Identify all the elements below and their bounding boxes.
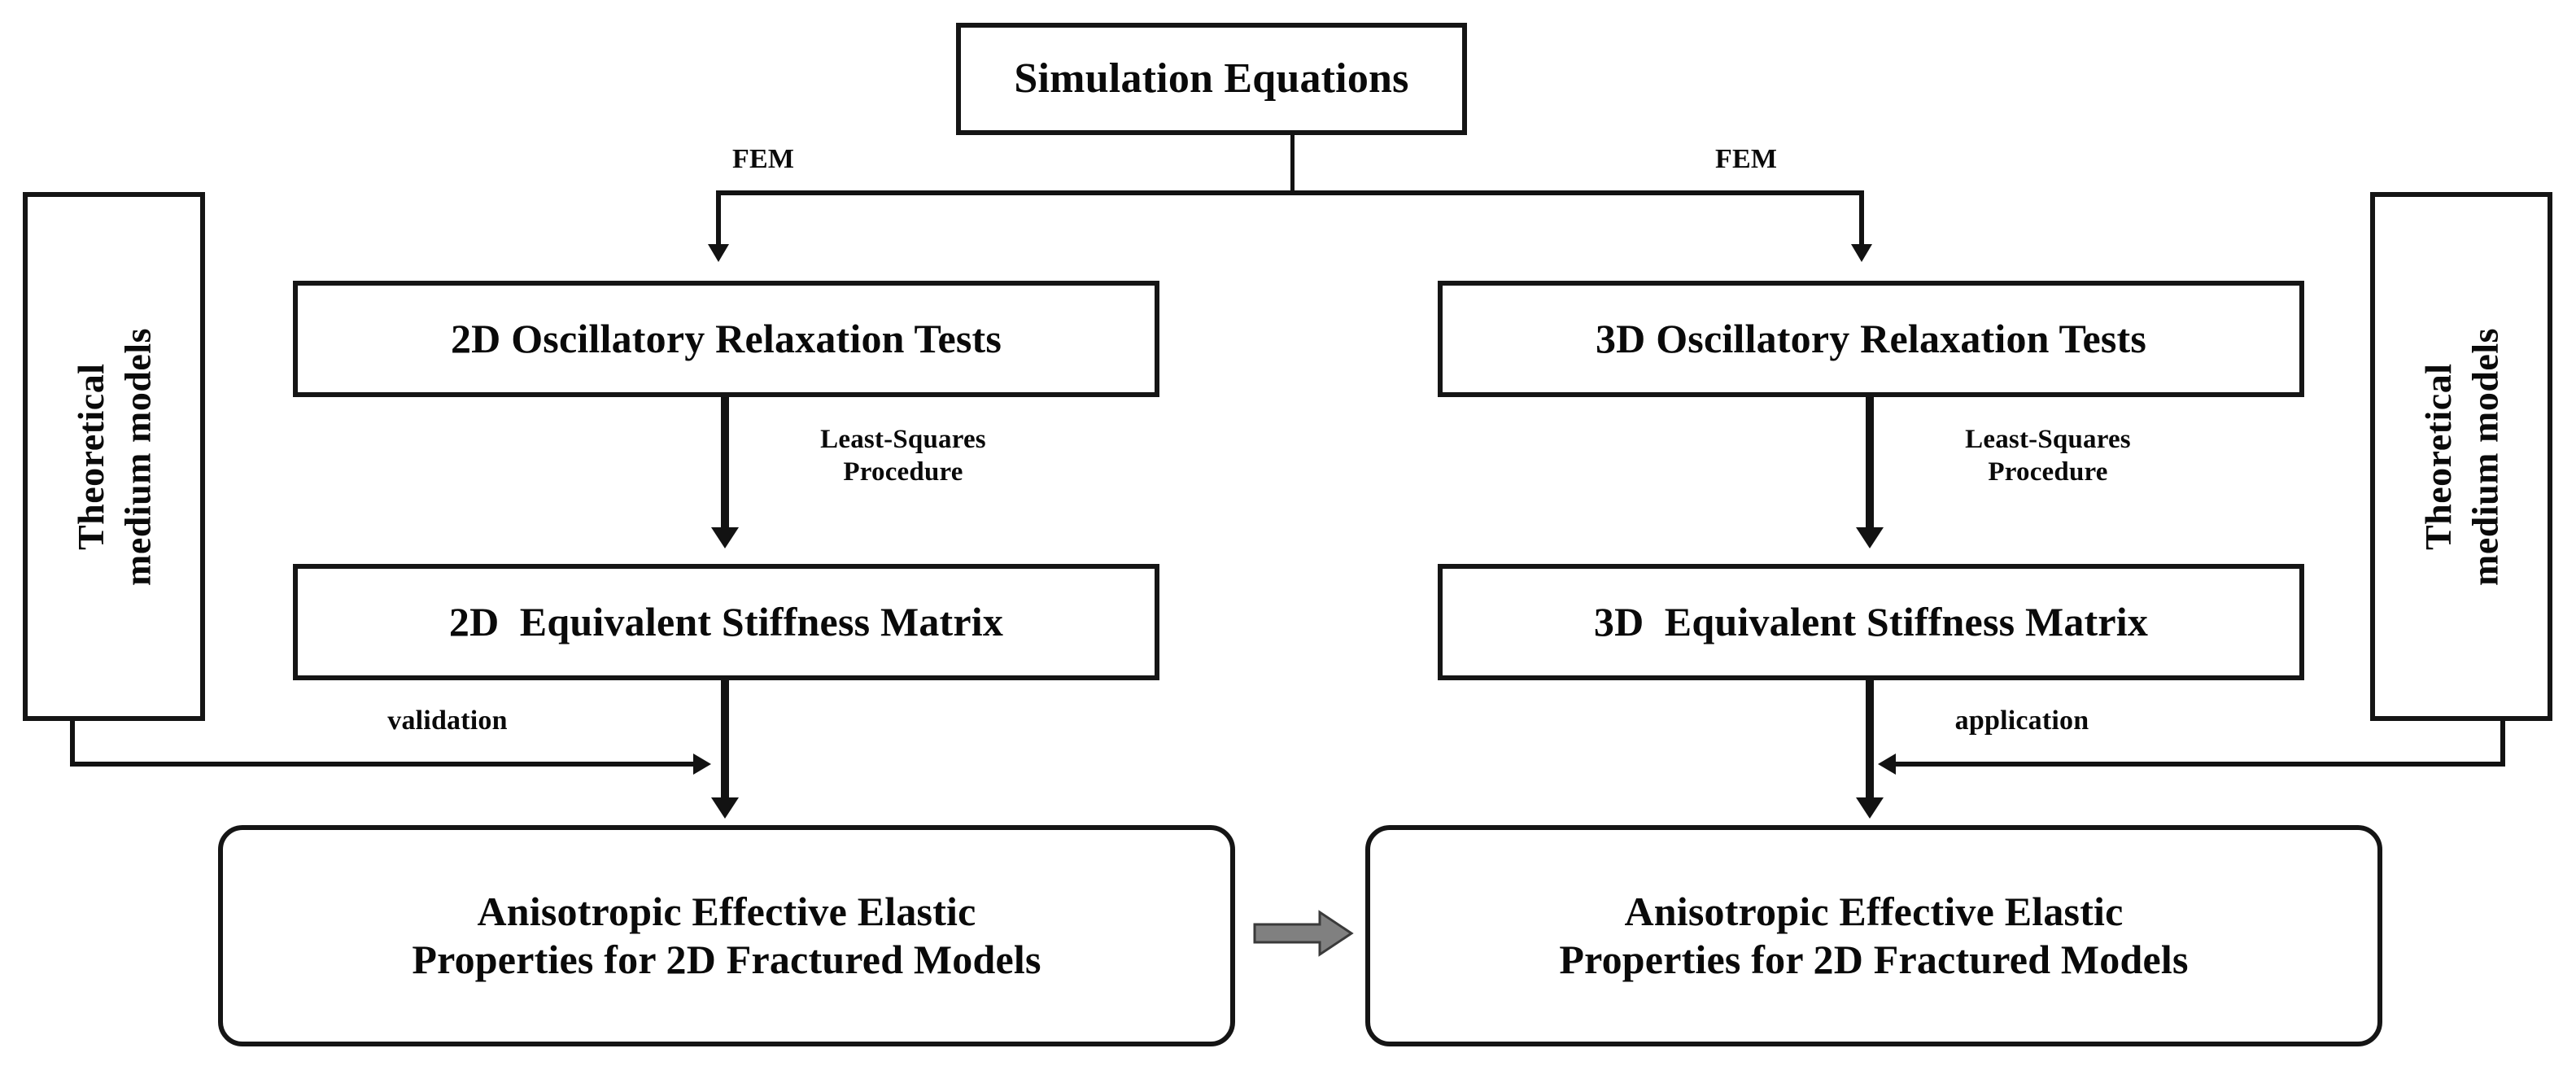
node-2d-equivalent-stiffness-matrix[interactable]: 2D Equivalent Stiffness Matrix xyxy=(293,564,1159,680)
trunk-horizontal-split xyxy=(716,190,1863,195)
trunk-vertical-from-simulation xyxy=(1290,135,1295,194)
edge-3d-tests-to-stiffness xyxy=(1866,397,1874,534)
edge-3d-tests-to-stiffness-arrowhead xyxy=(1856,527,1884,548)
edge-3d-stiffness-to-result xyxy=(1866,680,1874,804)
node-result-left-anisotropic-properties[interactable]: Anisotropic Effective Elastic Properties… xyxy=(218,825,1235,1046)
node-result-left-label: Anisotropic Effective Elastic Properties… xyxy=(412,889,1041,982)
node-right-theoretical-label: Theoretical medium models xyxy=(2417,327,2506,586)
node-3d-oscillatory-relaxation-tests[interactable]: 3D Oscillatory Relaxation Tests xyxy=(1438,281,2304,397)
node-3d-equivalent-stiffness-matrix[interactable]: 3D Equivalent Stiffness Matrix xyxy=(1438,564,2304,680)
node-left-theoretical-label: Theoretical medium models xyxy=(69,327,159,586)
node-3d-tests-label: 3D Oscillatory Relaxation Tests xyxy=(1595,316,2147,361)
edge-label-least-squares-right: Least-Squares Procedure xyxy=(1965,425,2131,487)
node-simulation-equations[interactable]: Simulation Equations xyxy=(956,23,1467,135)
node-result-right-label: Anisotropic Effective Elastic Properties… xyxy=(1559,889,2189,982)
edge-application-vertical xyxy=(2500,721,2505,767)
branch-right-vertical xyxy=(1859,190,1864,251)
edge-label-fem-right: FEM xyxy=(1715,144,1778,174)
node-result-right-anisotropic-properties[interactable]: Anisotropic Effective Elastic Properties… xyxy=(1365,825,2382,1046)
edge-2d-stiffness-to-result xyxy=(721,680,729,804)
edge-application-horizontal xyxy=(1896,762,2505,767)
node-simulation-equations-label: Simulation Equations xyxy=(1014,55,1409,103)
branch-left-arrowhead xyxy=(708,244,729,262)
edge-2d-tests-to-stiffness-arrowhead xyxy=(711,527,739,548)
node-2d-oscillatory-relaxation-tests[interactable]: 2D Oscillatory Relaxation Tests xyxy=(293,281,1159,397)
node-3d-stiffness-label: 3D Equivalent Stiffness Matrix xyxy=(1593,599,2149,644)
edge-label-fem-left: FEM xyxy=(732,144,795,174)
edge-validation-vertical xyxy=(70,721,75,767)
node-left-theoretical-medium-models[interactable]: Theoretical medium models xyxy=(23,192,205,721)
branch-right-arrowhead xyxy=(1851,244,1872,262)
edge-label-least-squares-left: Least-Squares Procedure xyxy=(820,425,986,487)
branch-left-vertical xyxy=(716,190,721,251)
node-right-theoretical-medium-models[interactable]: Theoretical medium models xyxy=(2370,192,2552,721)
edge-validation-arrowhead xyxy=(693,754,711,775)
edge-validation-horizontal xyxy=(70,762,696,767)
node-2d-tests-label: 2D Oscillatory Relaxation Tests xyxy=(450,316,1002,361)
edge-3d-stiffness-to-result-arrowhead xyxy=(1856,797,1884,819)
right-block-arrow-icon xyxy=(1253,910,1354,957)
edge-label-application: application xyxy=(1954,706,2089,736)
edge-2d-stiffness-to-result-arrowhead xyxy=(711,797,739,819)
edge-2d-tests-to-stiffness xyxy=(721,397,729,534)
edge-application-arrowhead xyxy=(1878,754,1896,775)
node-2d-stiffness-label: 2D Equivalent Stiffness Matrix xyxy=(448,599,1004,644)
edge-label-validation: validation xyxy=(387,706,508,736)
